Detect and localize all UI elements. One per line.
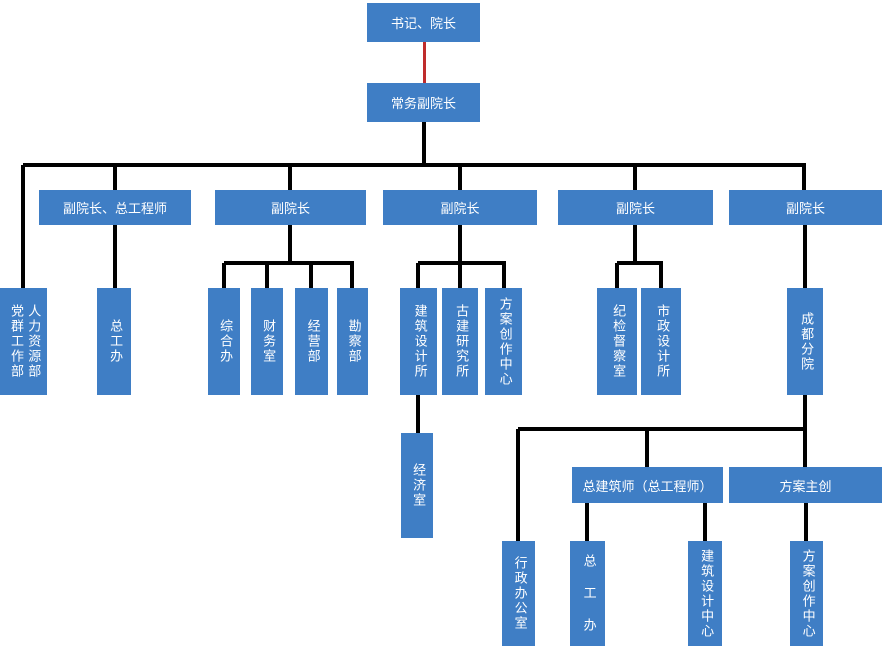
connector-line	[23, 163, 806, 167]
connector-line	[516, 429, 520, 543]
connector-line	[21, 165, 25, 290]
org-node-label: 总建筑师（总工程师）	[582, 479, 713, 495]
org-node-scheme-lead: 方案主创	[729, 467, 882, 503]
connector-line	[585, 503, 589, 543]
connector-line	[309, 263, 313, 290]
connector-line	[416, 395, 420, 435]
connector-line	[422, 122, 426, 167]
org-node-party-mass-and-hr-dept: 党群工作部人力资源部	[0, 288, 47, 395]
org-node-label: 方案创作中心	[799, 548, 815, 639]
org-node-label: 勘察部	[345, 319, 361, 364]
org-node-label: 财务室	[260, 319, 276, 364]
org-node-survey-dept: 勘察部	[337, 288, 368, 395]
connector-line	[804, 503, 808, 543]
org-node-label: 总 工 办	[580, 554, 596, 633]
connector-line	[617, 261, 663, 265]
org-node-vice-president-4: 副院长	[729, 190, 882, 225]
connector-line	[659, 263, 663, 290]
org-node-label: 方案主创	[779, 479, 832, 495]
org-node-finance-office: 财务室	[251, 288, 283, 395]
org-node-municipal-design-institute: 市政设计所	[641, 288, 681, 395]
org-node-discipline-inspection-office: 纪检督察室	[597, 288, 637, 395]
org-node-executive-vice-president: 常务副院长	[367, 83, 480, 122]
org-node-label: 综合办	[217, 319, 233, 364]
connector-line	[222, 263, 226, 290]
org-node-label: 书记、院长	[390, 17, 456, 32]
connector-line	[458, 225, 462, 265]
org-node-general-affairs-office: 综合办	[208, 288, 240, 395]
org-node-chief-architect: 总建筑师（总工程师）	[572, 467, 723, 503]
connector-line	[703, 503, 707, 543]
connector-line	[458, 263, 462, 290]
connector-line	[418, 261, 506, 265]
org-node-label: 方案创作中心	[496, 296, 512, 387]
connector-line	[458, 165, 462, 192]
connector-line	[502, 263, 506, 290]
org-node-label: 纪检督察室	[610, 304, 626, 379]
connector-line	[416, 263, 420, 290]
org-node-label: 建筑设计中心	[698, 548, 714, 639]
org-node-vice-president-2: 副院长	[383, 190, 537, 225]
connector-line	[803, 225, 807, 290]
connector-line	[350, 263, 354, 290]
connector-line	[288, 165, 292, 192]
connector-line	[113, 225, 117, 290]
org-node-architectural-design-institute: 建筑设计所	[400, 288, 437, 395]
org-node-ancient-architecture-research-institute: 古建研究所	[442, 288, 478, 395]
org-node-economy-office: 经济室	[401, 433, 433, 538]
org-node-label: 副院长	[615, 202, 655, 217]
org-node-label: 建筑设计所	[411, 304, 427, 379]
org-node-vp-chief-engineer: 副院长、总工程师	[39, 190, 191, 225]
connector-line	[113, 165, 117, 192]
org-node-vice-president-1: 副院长	[215, 190, 366, 225]
org-node-admin-office: 行政办公室	[502, 541, 535, 646]
org-node-secretary-president: 书记、院长	[367, 3, 480, 42]
connector-line	[803, 395, 807, 431]
connector-line-red	[422, 42, 426, 85]
connector-line	[803, 429, 807, 469]
org-node-label: 市政设计所	[654, 304, 670, 379]
org-node-chief-engineer-office-branch: 总 工 办	[570, 541, 605, 646]
connector-line	[224, 261, 354, 265]
org-node-architectural-design-center: 建筑设计中心	[688, 541, 722, 646]
connector-line	[633, 165, 637, 192]
org-node-label: 经营部	[304, 319, 320, 364]
org-node-label: 古建研究所	[453, 304, 469, 379]
org-node-chengdu-branch: 成都分院	[787, 288, 823, 395]
org-node-label: 人力资源部	[25, 304, 41, 379]
org-node-label: 行政办公室	[511, 556, 527, 631]
org-node-label: 总工办	[107, 319, 123, 364]
connector-line	[518, 427, 807, 431]
org-node-label: 副院长、总工程师	[62, 202, 167, 217]
connector-line	[633, 225, 637, 265]
connector-line	[265, 263, 269, 290]
connector-line	[645, 429, 649, 469]
org-node-label: 副院长	[785, 202, 825, 217]
org-node-scheme-creation-center-branch: 方案创作中心	[790, 541, 823, 646]
org-node-label: 成都分院	[798, 311, 814, 372]
org-node-chief-engineer-office: 总工办	[97, 288, 131, 395]
org-node-label: 经济室	[410, 463, 426, 508]
org-node-scheme-creation-center: 方案创作中心	[485, 288, 522, 395]
org-node-label: 党群工作部	[8, 304, 23, 379]
org-node-label: 副院长	[270, 202, 310, 217]
org-node-label: 常务副院长	[390, 97, 456, 112]
connector-line	[802, 165, 806, 192]
org-node-vice-president-3: 副院长	[558, 190, 713, 225]
connector-line	[615, 263, 619, 290]
connector-line	[288, 225, 292, 265]
org-node-business-dept: 经营部	[295, 288, 328, 395]
org-node-label: 副院长	[440, 202, 480, 217]
